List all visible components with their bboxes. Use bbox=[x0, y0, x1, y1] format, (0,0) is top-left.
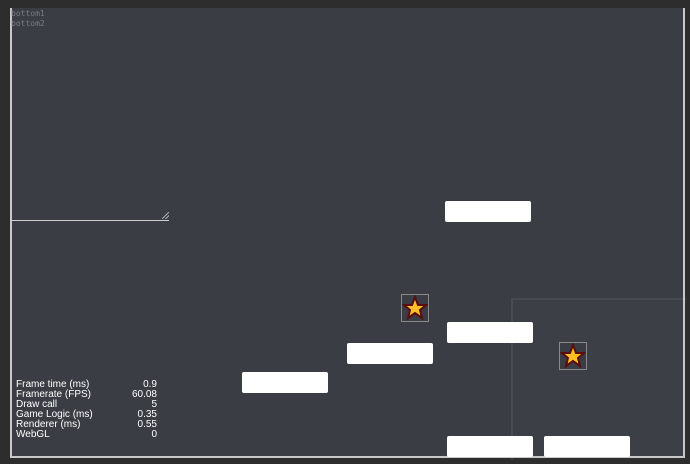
stat-label: Renderer (ms) bbox=[16, 419, 81, 430]
stat-row: Renderer (ms) 0.55 bbox=[16, 420, 157, 430]
resize-grip-icon[interactable] bbox=[162, 212, 169, 219]
stat-row: Game Logic (ms) 0.35 bbox=[16, 410, 157, 420]
stat-row: Framerate (FPS) 60.08 bbox=[16, 390, 157, 400]
platform bbox=[445, 201, 531, 222]
stat-label: Game Logic (ms) bbox=[16, 409, 93, 420]
debug-textarea[interactable] bbox=[10, 8, 169, 221]
stat-value: 60.08 bbox=[131, 389, 157, 400]
star-pickup-icon bbox=[401, 294, 429, 322]
platform bbox=[347, 343, 433, 364]
stat-label: Draw call bbox=[16, 399, 58, 410]
stat-value: 0 bbox=[151, 429, 157, 440]
stats-panel: Frame time (ms)0.9 Framerate (FPS)60.08 … bbox=[16, 380, 157, 440]
game-canvas[interactable] bbox=[10, 8, 685, 458]
platform bbox=[544, 436, 630, 457]
stat-row: Frame time (ms) 0.9 bbox=[16, 380, 157, 390]
stat-value: 0.35 bbox=[137, 409, 157, 420]
debug-label-bottom2: bottom2 bbox=[11, 19, 45, 28]
platform bbox=[242, 372, 328, 393]
stat-label: WebGL bbox=[16, 429, 50, 440]
stat-row: WebGL 0 bbox=[16, 430, 157, 440]
platform bbox=[447, 322, 533, 343]
star-pickup-icon bbox=[559, 342, 587, 370]
stat-row: Draw call 5 bbox=[16, 400, 157, 410]
trigger-zone bbox=[511, 298, 687, 460]
platform bbox=[447, 436, 533, 457]
stat-label: Frame time (ms) bbox=[16, 379, 90, 390]
debug-label-bottom1: bottom1 bbox=[11, 9, 45, 18]
stat-value: 0.55 bbox=[137, 419, 157, 430]
stat-value: 5 bbox=[151, 399, 157, 410]
stat-label: Framerate (FPS) bbox=[16, 389, 92, 400]
stat-value: 0.9 bbox=[143, 379, 157, 390]
